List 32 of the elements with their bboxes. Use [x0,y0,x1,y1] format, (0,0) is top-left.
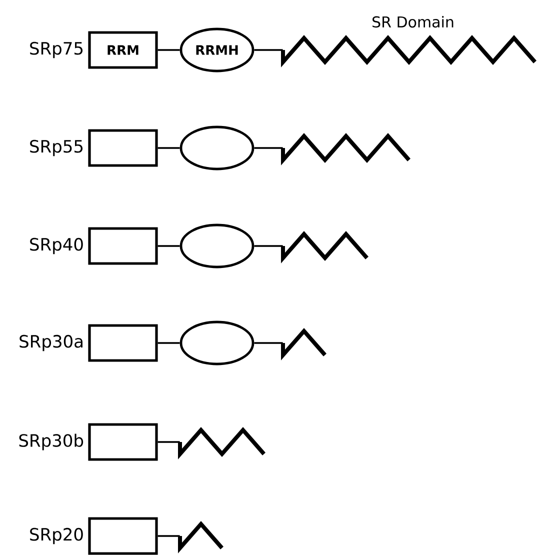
linker-line [254,147,283,149]
domain-ellipse [180,224,254,268]
domain-box [88,227,158,265]
domain-ellipse [180,126,254,170]
domain-ellipse [180,320,254,366]
protein-label: SRp55 [30,140,83,156]
protein-label: SRp20 [30,528,83,544]
domain-label: SR Domain [372,16,454,28]
protein-label: SRp30b [19,434,84,450]
linker-line [254,342,283,344]
zigzag-drawing [281,328,326,360]
linker-line [158,49,180,51]
zigzag-drawing [178,520,224,554]
linker-line [158,535,180,537]
zigzag-drawing [281,230,368,264]
domain-box [88,129,158,167]
zigzag-drawing [281,132,410,166]
domain-box [88,324,158,362]
linker-line [158,441,180,443]
linker-line [158,147,180,149]
linker-line [158,245,180,247]
linker-line [158,342,180,344]
domain-box: RRM [88,31,158,69]
zigzag-drawing [281,34,536,68]
linker-line [254,245,283,247]
domain-box [88,517,158,555]
domain-box [88,423,158,461]
protein-label: SRp40 [30,238,83,254]
protein-label: SRp30a [20,334,82,352]
linker-line [254,49,283,51]
protein-label: SRp75 [30,42,83,58]
zigzag-drawing [178,426,266,460]
